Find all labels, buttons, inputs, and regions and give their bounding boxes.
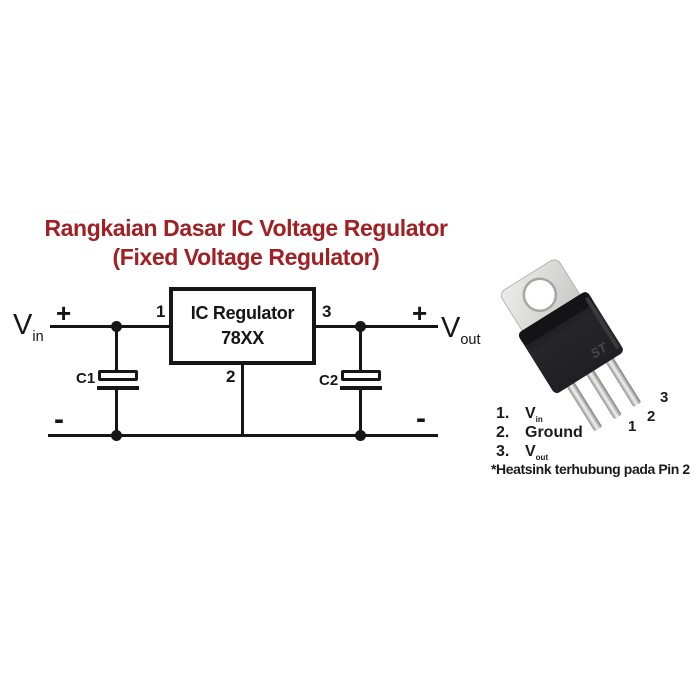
- heatsink-note: *Heatsink terhubung pada Pin 2: [491, 461, 690, 477]
- legend-2-number: 2.: [496, 424, 510, 441]
- title-line-2: (Fixed Voltage Regulator): [112, 244, 380, 270]
- pin1-label: 1: [156, 302, 166, 321]
- legend-2-value: Ground: [525, 424, 583, 443]
- wire-c2-upper: [359, 325, 362, 370]
- ic-label-line-2: 78XX: [221, 328, 264, 348]
- ic-label-line-1: IC Regulator: [190, 303, 295, 323]
- ic-regulator-box: IC Regulator 78XX: [169, 287, 316, 365]
- wire-output-top: [314, 325, 438, 328]
- title-line-1: Rangkaian Dasar IC Voltage Regulator: [44, 215, 448, 241]
- junction-dot-input-bottom: [111, 430, 122, 441]
- vin-base: V: [13, 309, 33, 341]
- minus-sign-input: -: [54, 403, 64, 436]
- c1-top-plate: [98, 370, 138, 381]
- pin-leg-2: [582, 362, 622, 419]
- vout-subscript: out: [460, 331, 481, 348]
- package-pin-2-label: 2: [647, 408, 656, 425]
- legend-3-value: Vout: [525, 443, 548, 462]
- wire-c2-lower: [359, 390, 362, 437]
- plus-sign-input: +: [56, 298, 72, 328]
- c2-label: C2: [319, 372, 339, 389]
- legend-row-2: 2. Ground: [496, 424, 583, 443]
- vout-base: V: [441, 312, 461, 344]
- legend-row-3: 3. Vout: [496, 443, 583, 462]
- legend-3-base: V: [525, 443, 536, 460]
- legend-3-subscript: out: [535, 453, 549, 463]
- legend-2-base: Ground: [525, 424, 583, 441]
- c2-top-plate: [341, 370, 381, 381]
- pin-leg-1: [562, 374, 602, 431]
- vout-label: Vout: [441, 313, 481, 355]
- legend-row-1: 1. Vin: [496, 405, 583, 424]
- c1-bottom-plate: [97, 386, 139, 390]
- package-body-highlight: [585, 297, 620, 349]
- package-pin-1-label: 1: [628, 418, 637, 435]
- legend-1-value: Vin: [525, 405, 543, 424]
- mounting-hole: [522, 277, 558, 313]
- to220-package-photo: ST: [500, 259, 641, 431]
- package-pin-3-label: 3: [660, 389, 669, 406]
- junction-dot-output-bottom: [355, 430, 366, 441]
- package-body-bevel: [518, 292, 593, 345]
- pin-legend: 1. Vin 2. Ground 3. Vout: [496, 405, 583, 462]
- junction-dot-input-top: [111, 321, 122, 332]
- c1-label: C1: [76, 370, 96, 387]
- legend-1-number: 1.: [496, 405, 510, 422]
- vin-subscript: in: [32, 328, 44, 345]
- legend-1-base: V: [525, 405, 536, 422]
- minus-sign-output: -: [416, 402, 426, 435]
- legend-1-subscript: in: [535, 415, 543, 425]
- vin-label: Vin: [13, 310, 44, 352]
- diagram-title: Rangkaian Dasar IC Voltage Regulator (Fi…: [0, 214, 492, 272]
- pin3-label: 3: [322, 302, 332, 321]
- pin2-label: 2: [226, 367, 236, 386]
- wire-c1-lower: [115, 390, 118, 437]
- plus-sign-output: +: [412, 298, 428, 328]
- c2-bottom-plate: [340, 386, 382, 390]
- junction-dot-output-top: [355, 321, 366, 332]
- wire-c1-upper: [115, 325, 118, 370]
- legend-3-number: 3.: [496, 443, 510, 460]
- pin-leg-3: [601, 350, 641, 407]
- wire-input-top: [50, 325, 171, 328]
- wire-pin2-ground: [241, 361, 244, 437]
